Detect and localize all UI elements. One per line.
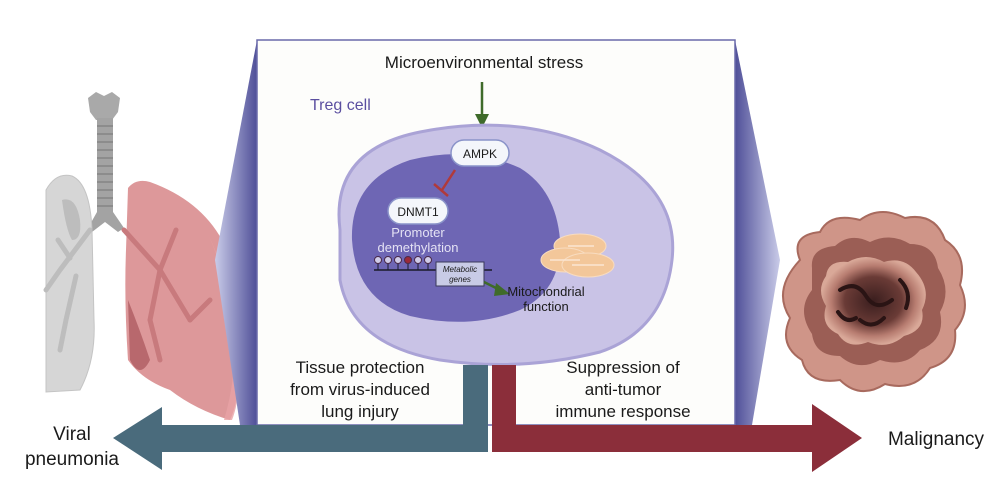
metabolic-genes-box: Metabolic genes bbox=[435, 261, 485, 287]
left-lung bbox=[45, 174, 95, 393]
funnel-right bbox=[735, 40, 780, 425]
right-outcome-line: anti-tumor bbox=[585, 380, 662, 399]
trachea bbox=[88, 92, 124, 232]
left-outcome-line: lung injury bbox=[321, 402, 399, 421]
gene-label-line1: Metabolic bbox=[443, 265, 477, 274]
mito-label-line2: function bbox=[523, 299, 569, 314]
right-endpoint-label: Malignancy bbox=[888, 429, 985, 450]
right-outcome-line: immune response bbox=[555, 402, 690, 421]
activation-arrow-mito bbox=[483, 280, 510, 296]
right-lung bbox=[125, 180, 239, 420]
left-endpoint-line: Viral bbox=[53, 424, 91, 445]
lungs-icon bbox=[43, 92, 240, 420]
right-outcome: Suppression of anti-tumor immune respons… bbox=[555, 358, 690, 421]
mitochondria-icon bbox=[540, 233, 615, 278]
tumor-icon bbox=[782, 211, 966, 392]
cell-label: Treg cell bbox=[310, 97, 371, 114]
left-outcome-line: Tissue protection bbox=[296, 358, 425, 377]
promoter-label-line1: Promoter bbox=[391, 225, 445, 240]
stimulus-label: Microenvironmental stress bbox=[385, 53, 583, 72]
mito-label-line1: Mitochondrial bbox=[507, 284, 584, 299]
inhibition-arrow bbox=[433, 169, 457, 197]
left-outcome-arrow bbox=[113, 365, 488, 470]
left-endpoint-line: pneumonia bbox=[25, 449, 119, 470]
activation-arrow-stress bbox=[475, 82, 489, 128]
dnmt1-label: DNMT1 bbox=[397, 205, 439, 219]
ampk-node: AMPK bbox=[450, 139, 510, 167]
gene-label-line2: genes bbox=[449, 275, 471, 284]
right-outcome-arrow bbox=[492, 365, 862, 472]
ampk-label: AMPK bbox=[463, 147, 497, 161]
left-outcome: Tissue protection from virus-induced lun… bbox=[290, 358, 430, 421]
left-outcome-line: from virus-induced bbox=[290, 380, 430, 399]
funnel-left bbox=[215, 40, 257, 425]
dnmt1-node: DNMT1 bbox=[387, 197, 449, 225]
nucleus bbox=[351, 154, 561, 322]
promoter-label-line2: demethylation bbox=[378, 240, 459, 255]
right-outcome-line: Suppression of bbox=[566, 358, 680, 377]
